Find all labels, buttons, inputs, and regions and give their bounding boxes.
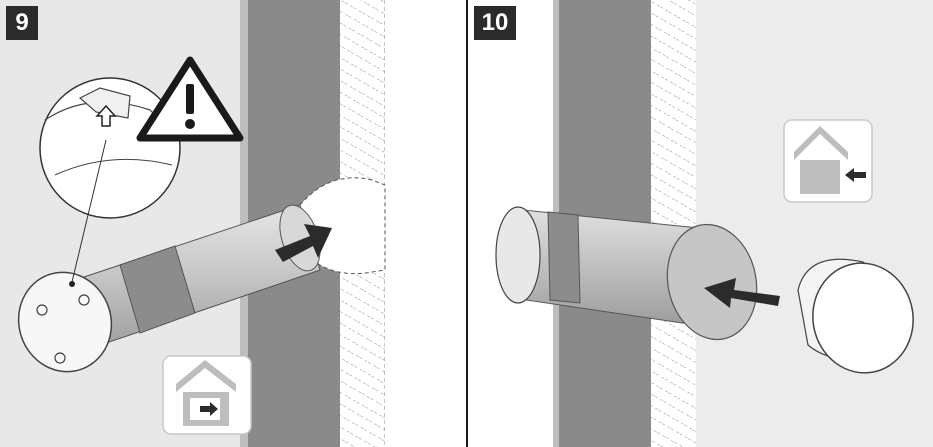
warning-triangle-icon [136,56,244,142]
magnified-detail [39,77,181,287]
step-number-badge: 10 [474,6,516,40]
step-10-illustration [468,0,933,447]
ventilation-pipe [495,206,758,341]
house-outward-arrow-icon [162,355,252,435]
step-10-panel: 10 [468,0,933,447]
house-inward-arrow-icon [783,119,873,203]
step-9-illustration [0,0,466,447]
panel-divider [466,0,468,447]
pipe-open-end [666,223,758,341]
push-arrow-icon [275,224,332,262]
cover-cap [797,258,914,374]
pipe-band [547,211,581,304]
up-arrow-icon [95,104,117,127]
push-arrow-icon [704,278,780,308]
ventilation-pipe [17,204,321,373]
exterior-wall-surface [696,0,933,447]
step-number-badge: 9 [6,6,38,40]
pipe-band [119,245,196,334]
step-9-panel: 9 [0,0,466,447]
